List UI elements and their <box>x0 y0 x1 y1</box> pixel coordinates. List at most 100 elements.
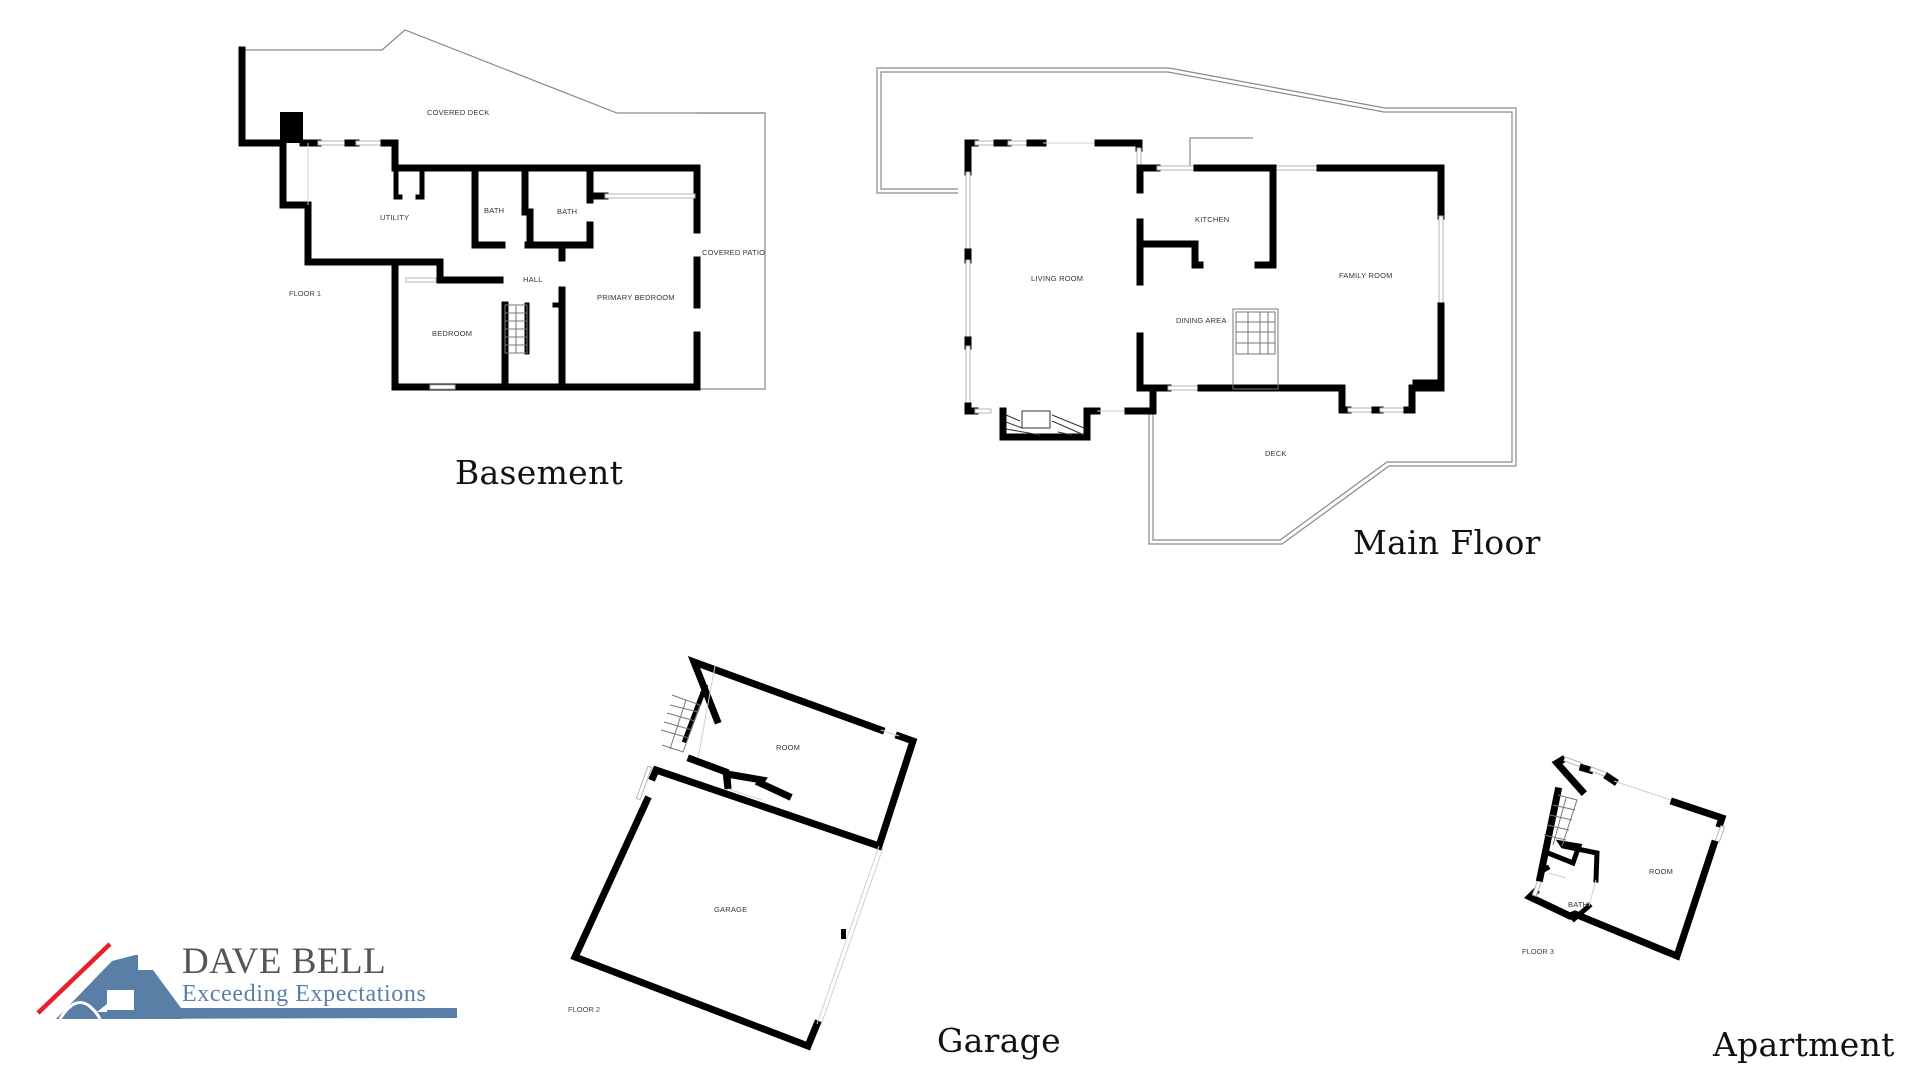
wall <box>1136 332 1157 415</box>
garage-door <box>816 845 880 1025</box>
wall <box>1136 240 1204 269</box>
opening <box>727 788 763 801</box>
basement-plan: COVERED DECK UTILITY BATH BATH HALL PRIM… <box>238 29 766 391</box>
window <box>1156 165 1198 171</box>
room-label-covered-patio: COVERED PATIO <box>702 248 765 257</box>
wall <box>391 276 701 391</box>
wall <box>238 46 284 147</box>
window <box>1531 879 1543 897</box>
room-label-bedroom: BEDROOM <box>432 329 472 338</box>
wall <box>1316 164 1445 220</box>
window <box>974 408 992 414</box>
stairs <box>504 304 528 354</box>
room-label-deck: DECK <box>1265 449 1287 458</box>
wall <box>687 656 886 735</box>
room-label-living-room: LIVING ROOM <box>1031 274 1083 283</box>
opening <box>1613 780 1675 802</box>
wall <box>1197 384 1352 414</box>
room-label-bath: BATH <box>484 206 504 215</box>
wall <box>1551 755 1587 796</box>
wall <box>964 402 979 415</box>
wall <box>521 164 534 249</box>
deck-outline <box>876 67 1517 545</box>
wall <box>1603 772 1619 786</box>
wall <box>1403 379 1445 414</box>
stairs <box>1232 308 1279 390</box>
wall <box>964 139 979 176</box>
room-label-covered-deck: COVERED DECK <box>427 108 489 117</box>
section-title-basement: Basement <box>455 453 624 492</box>
window <box>635 765 653 801</box>
opening <box>1548 872 1567 879</box>
window <box>965 171 971 253</box>
room-label-primary-bedroom: PRIMARY BEDROOM <box>597 293 675 302</box>
window <box>1347 407 1376 413</box>
window <box>1379 407 1408 413</box>
wall <box>1578 763 1595 775</box>
wall <box>1254 164 1277 269</box>
room-label-kitchen: KITCHEN <box>1195 215 1229 224</box>
section-title-garage: Garage <box>937 1021 1061 1060</box>
covered-patio-outline <box>697 112 766 390</box>
chimney-block <box>280 112 303 143</box>
house-window-shape <box>107 990 134 1010</box>
window <box>1438 215 1444 307</box>
stairs <box>660 694 701 753</box>
window <box>1714 825 1726 843</box>
wall <box>380 139 701 234</box>
wall <box>1412 302 1445 387</box>
opening <box>1588 879 1597 907</box>
floor-label: FLOOR 2 <box>568 1005 600 1014</box>
window <box>429 384 456 390</box>
window <box>355 140 385 146</box>
room-label-family-room: FAMILY ROOM <box>1339 271 1393 280</box>
covered-deck-outline <box>242 29 765 114</box>
wall <box>686 754 793 801</box>
logo-tagline: Exceeding Expectations <box>182 981 427 1007</box>
wall <box>1524 839 1719 961</box>
wall <box>471 164 506 249</box>
section-title-main-floor: Main Floor <box>1353 523 1541 562</box>
logo-graphic <box>36 942 457 1020</box>
window <box>965 345 971 407</box>
floor-label: FLOOR 3 <box>1522 947 1554 956</box>
fireplace <box>999 407 1101 441</box>
garage-plan: ROOM GARAGE FLOOR 2 <box>568 656 918 1051</box>
window <box>1271 165 1321 171</box>
room-label-garage: GARAGE <box>714 905 747 914</box>
apartment-plan: ROOM BATH FLOOR 3 <box>1522 755 1727 961</box>
room-label-bath: BATH <box>557 207 577 216</box>
deck-outline <box>880 71 1513 541</box>
garage-door <box>820 847 884 1026</box>
opening <box>880 729 900 737</box>
room-label-bath: BATH <box>1568 900 1588 909</box>
window <box>405 277 437 283</box>
wall <box>1669 797 1727 829</box>
door-post <box>841 929 846 939</box>
stairs <box>1543 794 1578 847</box>
main-floor-plan: LIVING ROOM KITCHEN DINING AREA FAMILY R… <box>876 67 1517 545</box>
dave-bell-logo: DAVE BELL Exceeding Expectations <box>34 940 464 1030</box>
wall <box>1538 864 1551 875</box>
room-label-dining-area: DINING AREA <box>1176 316 1227 325</box>
window <box>965 259 971 341</box>
section-title-apartment: Apartment <box>1713 1025 1895 1064</box>
wall <box>1094 139 1143 152</box>
window <box>604 193 696 199</box>
window <box>1563 756 1583 768</box>
wall <box>1544 839 1600 883</box>
window <box>1136 147 1142 167</box>
room-label-room: ROOM <box>1649 867 1673 876</box>
balcony-rail <box>1189 137 1253 168</box>
wall <box>526 221 594 249</box>
roof-accent-line <box>36 942 112 1015</box>
opening <box>697 665 716 759</box>
wall <box>1535 786 1563 883</box>
floor-label: FLOOR 1 <box>289 289 321 298</box>
wall <box>681 683 709 744</box>
wall <box>415 165 425 200</box>
door-opening <box>317 140 349 146</box>
logo-name: DAVE BELL <box>182 941 387 982</box>
wall <box>393 165 403 200</box>
window <box>1167 385 1202 391</box>
